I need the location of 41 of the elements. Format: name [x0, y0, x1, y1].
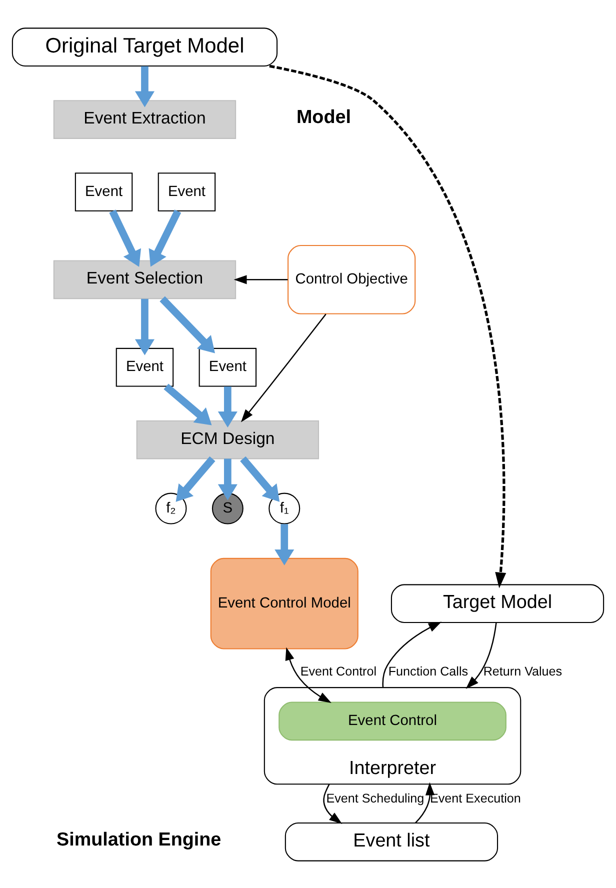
arrow — [164, 383, 212, 425]
node-box: Event Extraction — [53, 100, 236, 138]
node-circle: S — [212, 492, 244, 524]
node-circle: f₂ — [155, 492, 187, 524]
label: Model — [296, 106, 351, 128]
node-box: Control Objective — [288, 244, 416, 314]
node-box: Event Selection — [53, 260, 236, 299]
arrow — [109, 209, 142, 266]
arrow — [323, 783, 342, 824]
edge-label: Function Calls — [388, 664, 468, 678]
arrow — [148, 209, 182, 266]
node-box: Original Target Model — [12, 27, 278, 66]
arrow — [382, 621, 442, 688]
node-box: Event list — [284, 822, 498, 861]
node-circle: f₁ — [268, 492, 300, 524]
edge-label: Event Scheduling — [326, 791, 424, 806]
arrow — [414, 782, 435, 823]
node-box: Event — [116, 347, 174, 386]
arrow — [269, 64, 506, 588]
arrow — [176, 456, 216, 502]
node-box: Event — [158, 172, 216, 211]
node-box: Target Model — [390, 584, 604, 622]
arrow — [134, 298, 154, 355]
arrow — [240, 313, 326, 422]
arrow — [160, 296, 216, 353]
arrow — [240, 456, 280, 502]
arrow — [234, 274, 288, 284]
edge-label: Event Control — [300, 664, 377, 678]
node-box: Event — [74, 172, 133, 211]
node-box: Event Control — [278, 701, 506, 740]
label: Simulation Engine — [56, 828, 222, 850]
edge-label: Return Values — [483, 664, 562, 678]
arrow — [285, 646, 332, 702]
node-box: ECM Design — [136, 420, 320, 459]
arrow — [466, 622, 497, 688]
arrow — [218, 458, 238, 500]
edge-label: Event Execution — [430, 791, 521, 806]
node-box: Event — [198, 347, 257, 386]
arrow — [134, 66, 154, 107]
arrow — [274, 524, 294, 565]
node-box: Event Control Model — [210, 557, 358, 649]
